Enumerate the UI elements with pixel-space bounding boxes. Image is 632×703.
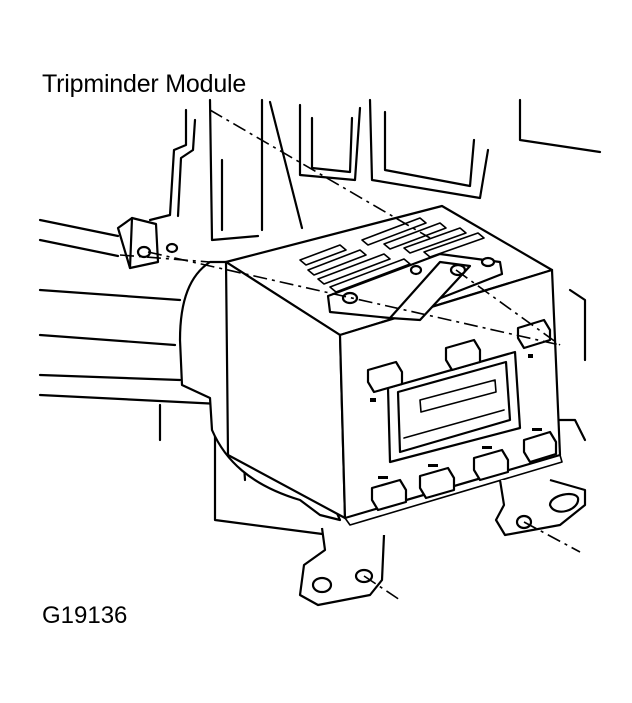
bottom-right-bracket <box>494 478 587 537</box>
callout-label: Tripminder Module <box>42 70 247 98</box>
callout-leader-line <box>268 100 304 230</box>
tripminder-module <box>178 204 563 526</box>
display-window <box>386 350 522 464</box>
module-buttons <box>366 318 558 512</box>
alignment-lines <box>119 109 581 601</box>
left-mounting-bracket <box>116 216 179 270</box>
bottom-left-bracket <box>298 527 386 607</box>
top-vent-slots <box>299 217 485 293</box>
figure-code: G19136 <box>42 602 128 629</box>
